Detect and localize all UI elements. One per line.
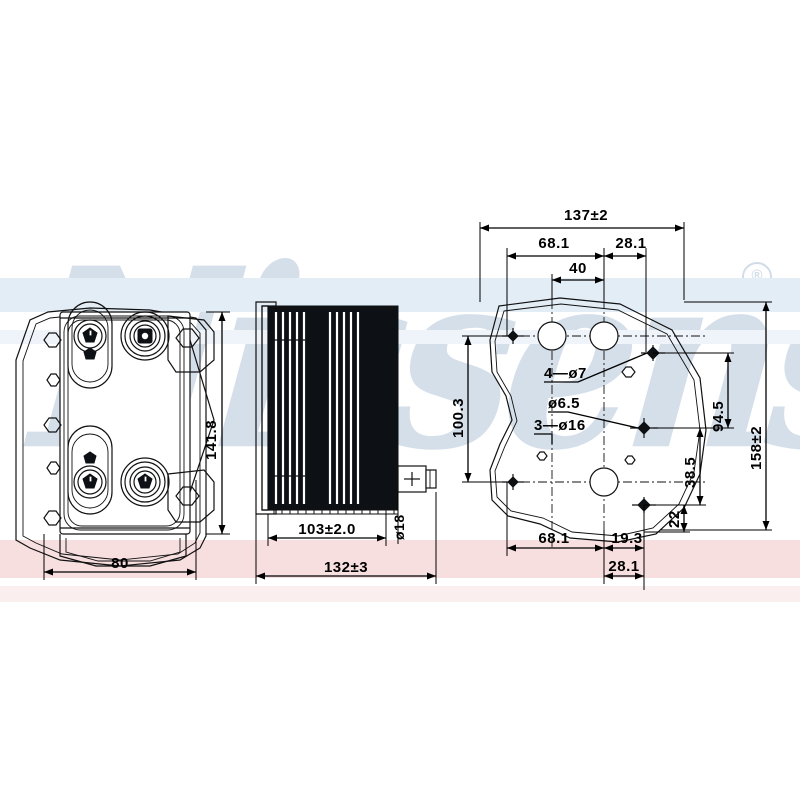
plate-view-dimensions-top: 137±2 68.1 28.1 40 xyxy=(479,207,685,352)
side-view xyxy=(255,301,437,515)
dim-overall-width: 132±3 xyxy=(324,559,368,576)
dim-center-span: 40 xyxy=(569,260,587,277)
dim-plate-overall-width: 137±2 xyxy=(564,207,608,224)
dim-hole-span-right: 28.1 xyxy=(615,235,646,252)
dim-bottom-span-right: 28.1 xyxy=(608,558,639,575)
plate-view-dimensions-bottom: 68.1 19.3 28.1 xyxy=(506,482,645,590)
dim-right-height: 94.5 xyxy=(710,401,727,432)
dim-plate-overall-height: 158±2 xyxy=(748,426,765,470)
dim-port-diameter: ø18 xyxy=(391,514,407,540)
plate-view-callouts: 4—ø7 ø6.5 3—ø16 xyxy=(534,352,648,444)
dim-core-width: 103±2.0 xyxy=(298,521,356,538)
callout-pin-hole: ø6.5 xyxy=(548,395,580,412)
front-view xyxy=(15,301,215,567)
dim-bottom-offset: 22 xyxy=(666,510,683,528)
dim-front-width: 80 xyxy=(111,555,129,572)
dim-front-height: 141.8 xyxy=(203,420,220,460)
dim-hole-span-left: 68.1 xyxy=(538,235,569,252)
dim-bottom-span-mid: 19.3 xyxy=(611,530,642,547)
dim-step-height: 38.5 xyxy=(682,457,699,488)
dim-left-height: 100.3 xyxy=(450,398,467,438)
callout-port-holes: 3—ø16 xyxy=(534,417,586,434)
callout-bolt-holes: 4—ø7 xyxy=(544,365,587,382)
dim-bottom-span-left: 68.1 xyxy=(538,530,569,547)
